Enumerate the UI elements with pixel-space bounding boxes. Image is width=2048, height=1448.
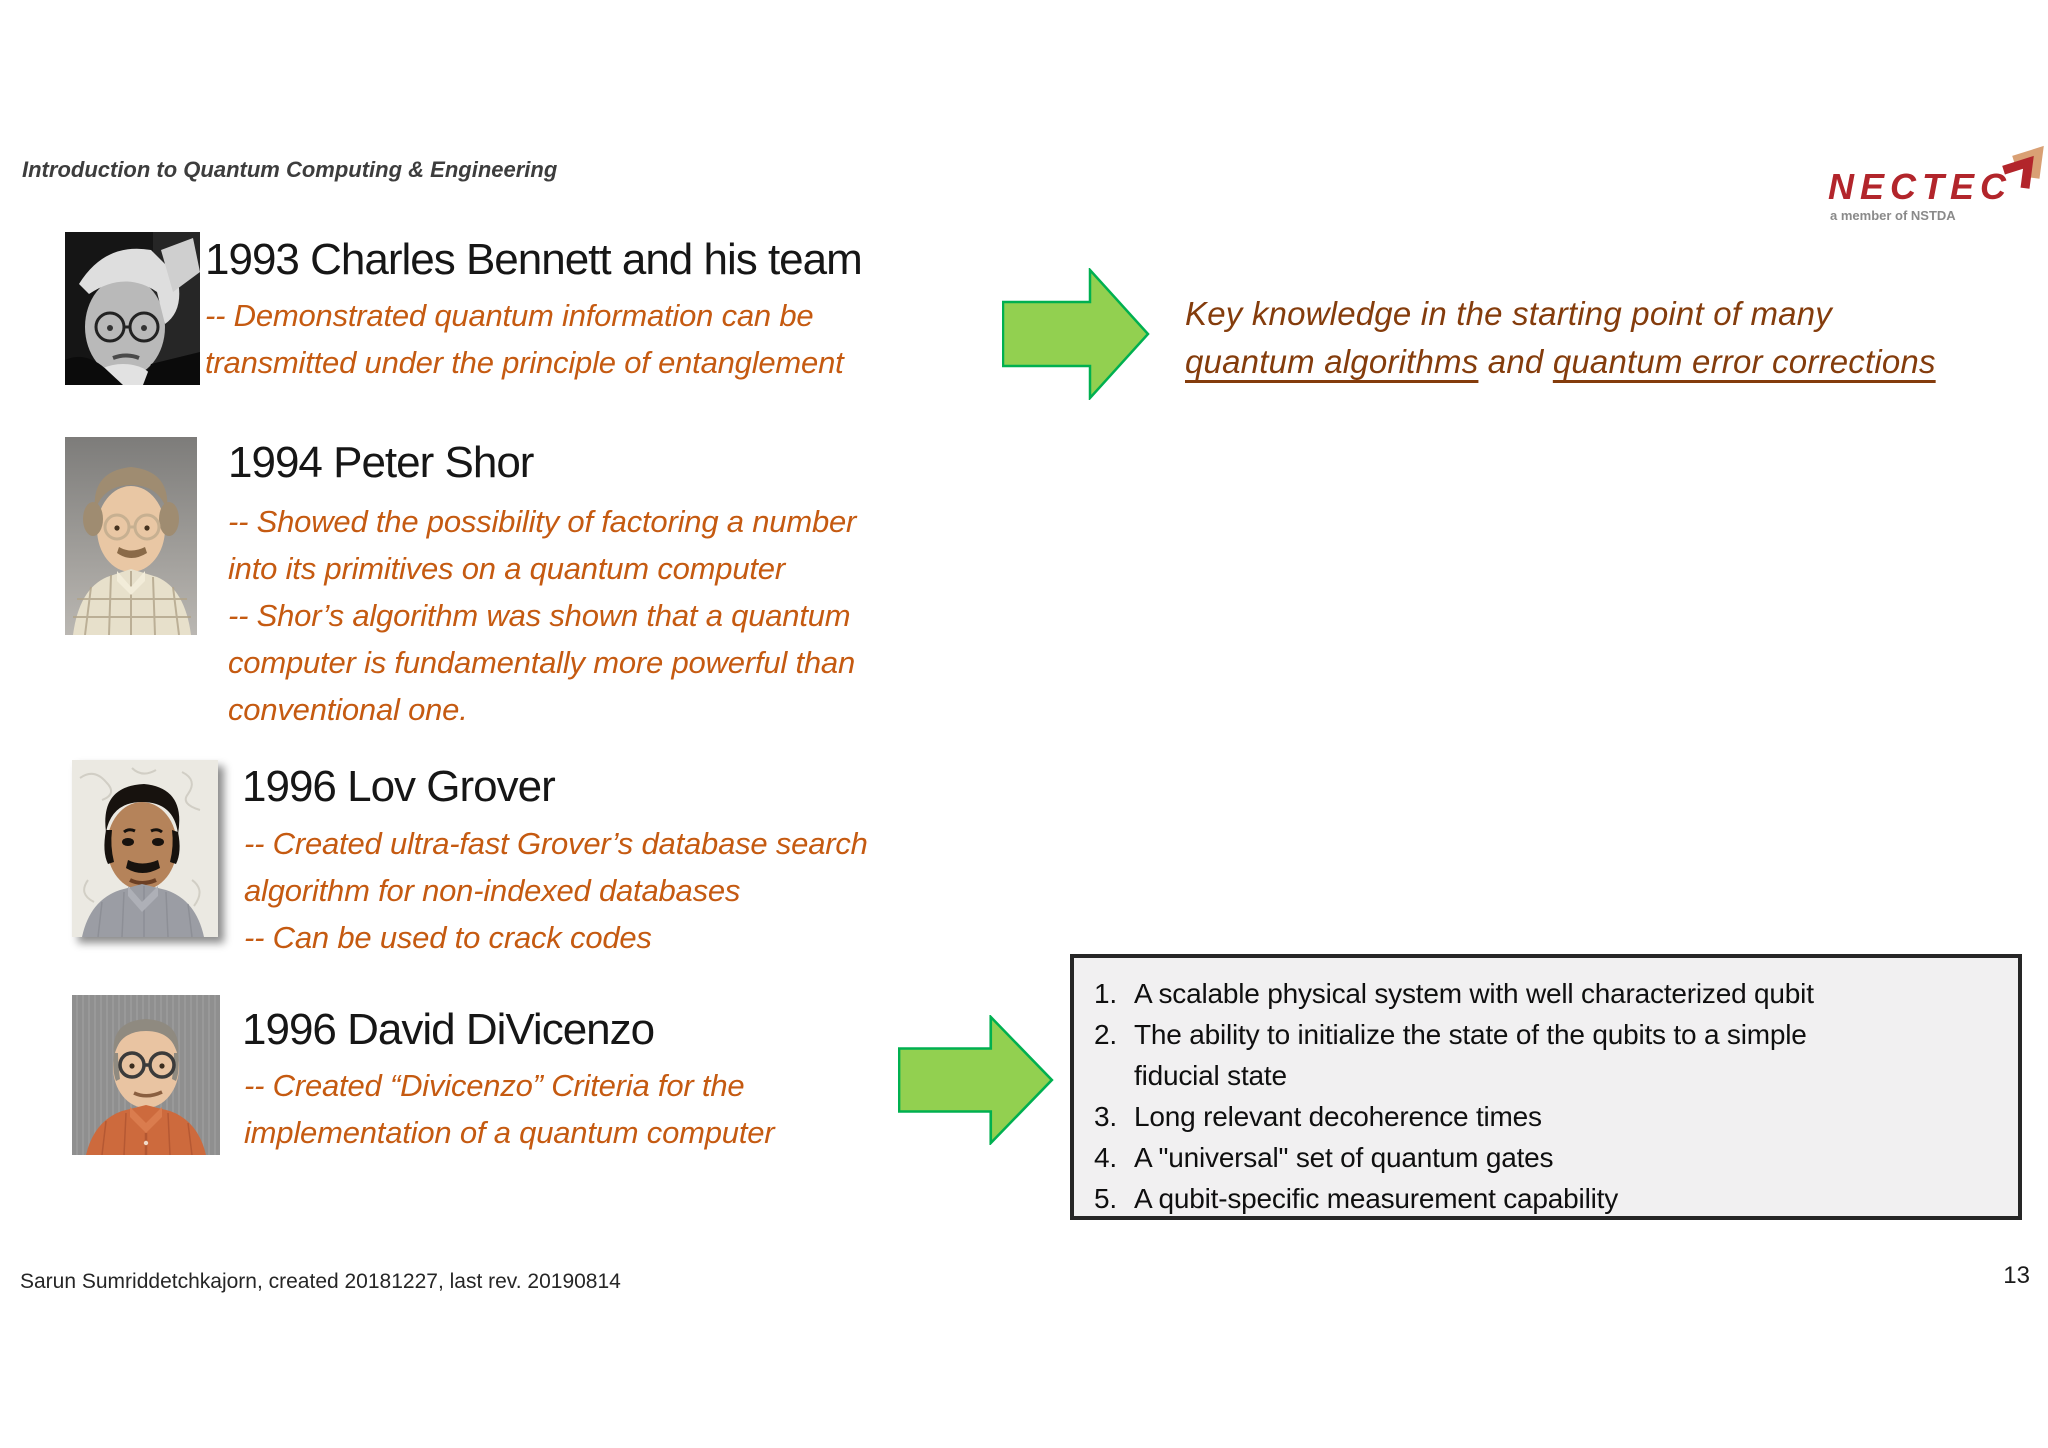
criteria-item-1: A scalable physical system with well cha… <box>1090 973 2000 1014</box>
desc-line: transmitted under the principle of entan… <box>205 345 844 380</box>
nectec-tagline: a member of NSTDA <box>1830 208 1956 223</box>
criteria-item-3: Long relevant decoherence times <box>1090 1096 2000 1137</box>
desc-line: -- Created “Divicenzo” Criteria for the <box>244 1068 745 1103</box>
callout-underline1: quantum algorithms <box>1185 343 1479 380</box>
criteria-item-2: The ability to initialize the state of t… <box>1090 1014 2000 1096</box>
nectec-logo: NECTEC a member of NSTDA <box>1820 138 2048 223</box>
criteria-item-4: A "universal" set of quantum gates <box>1090 1137 2000 1178</box>
entry-title-grover: 1996 Lov Grover <box>242 762 556 811</box>
photo-peter-shor <box>65 437 197 635</box>
nectec-logo-text: NECTEC <box>1828 166 2013 207</box>
criteria-line: Long relevant decoherence times <box>1134 1101 1542 1132</box>
desc-line: into its primitives on a quantum compute… <box>228 551 785 586</box>
photo-charles-bennett <box>65 232 200 385</box>
footer-credit: Sarun Sumriddetchkajorn, created 2018122… <box>20 1270 621 1293</box>
entry-desc-divicenzo: -- Created “Divicenzo” Criteria for the … <box>244 1062 775 1156</box>
course-title: Introduction to Quantum Computing & Engi… <box>22 157 558 182</box>
desc-line: -- Showed the possibility of factoring a… <box>228 504 857 539</box>
desc-line: -- Created ultra-fast Grover’s database … <box>244 826 868 861</box>
entry-desc-bennett: -- Demonstrated quantum information can … <box>205 292 844 386</box>
divincenzo-criteria-box: A scalable physical system with well cha… <box>1070 954 2022 1220</box>
key-knowledge-callout: Key knowledge in the starting point of m… <box>1185 290 1936 386</box>
desc-line: -- Demonstrated quantum information can … <box>205 298 814 333</box>
desc-line: algorithm for non-indexed databases <box>244 873 741 908</box>
desc-line: -- Can be used to crack codes <box>244 920 652 955</box>
callout-underline2: quantum error corrections <box>1552 343 1936 380</box>
entry-desc-grover: -- Created ultra-fast Grover’s database … <box>244 820 868 961</box>
criteria-list: A scalable physical system with well cha… <box>1074 958 2018 1219</box>
arrow-right-top <box>1002 268 1150 400</box>
callout-line1: Key knowledge in the starting point of m… <box>1185 295 1832 332</box>
desc-line: computer is fundamentally more powerful … <box>228 645 856 680</box>
entry-desc-shor: -- Showed the possibility of factoring a… <box>228 498 856 733</box>
entry-title-bennett: 1993 Charles Bennett and his team <box>205 235 863 284</box>
photo-david-divicenzo <box>72 995 220 1155</box>
arrow-right-bottom <box>898 1015 1054 1145</box>
criteria-line: A qubit-specific measurement capability <box>1134 1183 1618 1214</box>
callout-line2: quantum algorithms and quantum error cor… <box>1185 338 1936 386</box>
nectec-arrow-icon <box>2002 145 2044 189</box>
criteria-line: A scalable physical system with well cha… <box>1134 978 1814 1009</box>
page-number: 13 <box>2003 1262 2030 1289</box>
desc-line: -- Shor’s algorithm was shown that a qua… <box>228 598 851 633</box>
criteria-line: fiducial state <box>1134 1060 1287 1091</box>
criteria-item-5: A qubit-specific measurement capability <box>1090 1178 2000 1219</box>
desc-line: implementation of a quantum computer <box>244 1115 775 1150</box>
desc-line: conventional one. <box>228 692 468 727</box>
photo-lov-grover <box>72 760 218 937</box>
criteria-line: A "universal" set of quantum gates <box>1134 1142 1554 1173</box>
entry-title-shor: 1994 Peter Shor <box>228 438 534 487</box>
callout-connector: and <box>1478 343 1553 380</box>
criteria-line: The ability to initialize the state of t… <box>1134 1019 1807 1050</box>
entry-title-divicenzo: 1996 David DiVicenzo <box>242 1005 655 1054</box>
